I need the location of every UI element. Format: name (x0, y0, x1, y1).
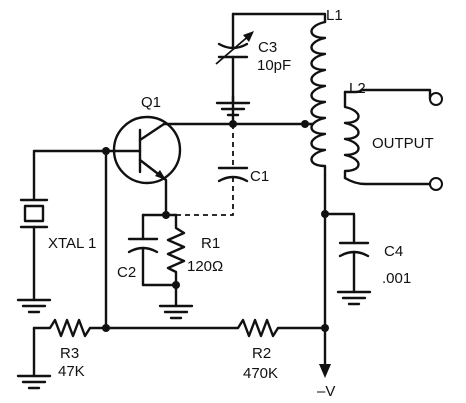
c4-value: .001 (382, 270, 411, 287)
capacitor-c4 (323, 212, 372, 306)
r2-value: 470K (243, 365, 278, 382)
r2-label: R2 (252, 345, 271, 362)
resistor-r3 (16, 318, 108, 390)
r1-label: R1 (201, 235, 220, 252)
resistor-r1 (166, 213, 186, 287)
l2-label: L2 (349, 80, 366, 97)
inductor-l1 (310, 20, 327, 177)
crystal-xtal1 (16, 149, 108, 314)
output-label: OUTPUT (372, 135, 434, 152)
transistor-q1 (104, 115, 182, 217)
c2-label: C2 (117, 264, 136, 281)
c3-value: 10pF (257, 57, 291, 74)
capacitor-c2 (127, 213, 159, 287)
c4-label: C4 (384, 243, 403, 260)
r1-value: 120Ω (187, 258, 223, 275)
l1-label: L1 (326, 7, 343, 24)
ground-symbol-emitter (158, 283, 194, 320)
output-terminal-bottom (429, 177, 443, 191)
capacitor-c3-trimmer (215, 12, 254, 126)
capacitor-c1 (176, 124, 249, 216)
r3-value: 47K (58, 363, 85, 380)
supply-arrow (319, 364, 331, 378)
ground-symbol-c3 (215, 94, 251, 117)
supply-label: –V (317, 383, 335, 400)
r3-label: R3 (60, 345, 79, 362)
c1-label: C1 (250, 168, 269, 185)
c3-label: C3 (258, 39, 277, 56)
q1-label: Q1 (141, 94, 161, 111)
inductor-l2 (343, 88, 432, 186)
output-terminal-top (429, 92, 443, 106)
l1-top-wire (231, 12, 327, 24)
xtal-label: XTAL 1 (48, 235, 96, 252)
resistor-r2 (104, 318, 327, 338)
